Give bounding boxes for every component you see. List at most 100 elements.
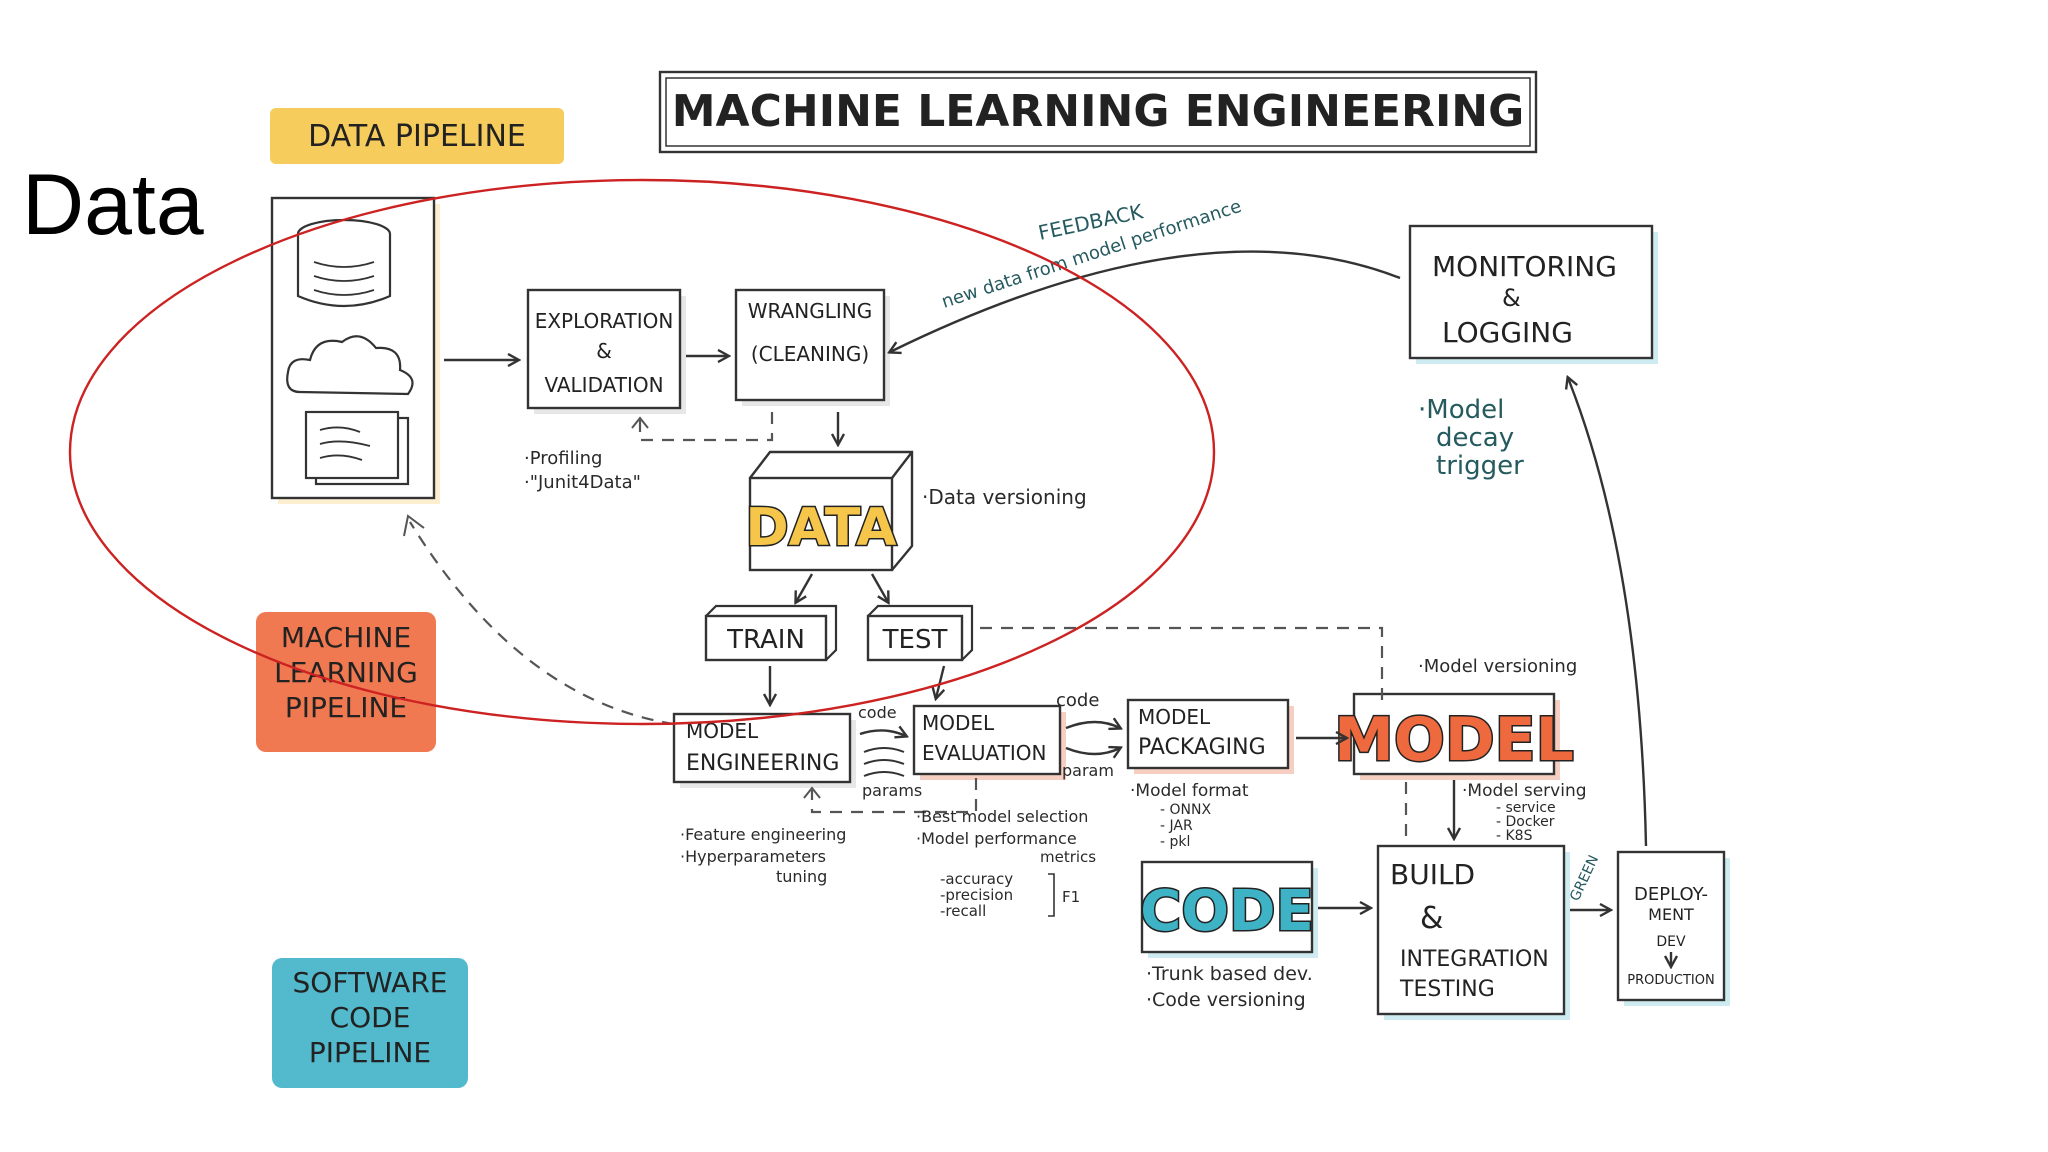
svg-text:CODE: CODE: [330, 1001, 411, 1034]
data-pipeline-label: DATA PIPELINE: [270, 108, 564, 164]
arrow-data-to-test: [870, 573, 888, 602]
svg-text:·Model performance: ·Model performance: [916, 829, 1077, 848]
svg-text:MONITORING: MONITORING: [1432, 250, 1617, 283]
data-word: DATA: [745, 498, 896, 558]
svg-text:WRANGLING: WRANGLING: [748, 299, 873, 323]
notes: ·Profiling ·"Junit4Data" ·Data versionin…: [524, 395, 1587, 1011]
title-box: MACHINE LEARNING ENGINEERING: [658, 70, 1538, 154]
train-box: TRAIN: [704, 604, 838, 662]
svg-text:ENGINEERING: ENGINEERING: [686, 751, 839, 776]
svg-text:- service: - service: [1496, 800, 1556, 816]
svg-text:&: &: [1420, 901, 1443, 936]
svg-text:TEST: TEST: [882, 625, 948, 655]
svg-text:·Model: ·Model: [1418, 395, 1504, 425]
svg-text:TRAIN: TRAIN: [726, 625, 805, 655]
svg-text:LEARNING: LEARNING: [274, 656, 418, 689]
corner-label: Data: [22, 157, 204, 253]
svg-text:- ONNX: - ONNX: [1160, 802, 1211, 818]
svg-text:·"Junit4Data": ·"Junit4Data": [524, 472, 641, 493]
svg-text:DATA PIPELINE: DATA PIPELINE: [308, 119, 526, 154]
arrow-engineering-to-evaluation: [859, 730, 906, 736]
svg-text:DEPLOY-: DEPLOY-: [1634, 884, 1708, 905]
build-testing-box: BUILD & INTEGRATION TESTING: [1376, 844, 1570, 1020]
svg-text:&: &: [1502, 284, 1521, 312]
svg-text:- Docker: - Docker: [1496, 814, 1555, 830]
svg-text:VALIDATION: VALIDATION: [544, 373, 663, 397]
svg-text:MENT: MENT: [1648, 905, 1694, 924]
ml-pipeline-label: MACHINE LEARNING PIPELINE: [256, 612, 436, 752]
svg-text:·Model serving: ·Model serving: [1462, 781, 1587, 801]
arrow-monitoring-feedback-to-wrangling: [890, 250, 1401, 352]
svg-text:PRODUCTION: PRODUCTION: [1627, 973, 1714, 988]
svg-text:·Best model selection: ·Best model selection: [916, 807, 1088, 826]
arrow-evaluation-to-packaging-param: [1065, 748, 1120, 754]
svg-text:·Hyperparameters: ·Hyperparameters: [680, 847, 826, 866]
svg-text:BUILD: BUILD: [1390, 858, 1475, 891]
svg-text:DEV: DEV: [1656, 934, 1686, 950]
software-pipeline-label: SOFTWARE CODE PIPELINE: [272, 958, 468, 1088]
svg-text:PIPELINE: PIPELINE: [309, 1036, 431, 1069]
svg-text:EXPLORATION: EXPLORATION: [535, 309, 674, 333]
database-icon: [296, 218, 392, 308]
code-word: CODE: [1140, 879, 1313, 944]
svg-text:-accuracy: -accuracy: [940, 870, 1013, 888]
svg-text:LOGGING: LOGGING: [1442, 316, 1573, 349]
data-cube: DATA: [744, 450, 914, 572]
dashed-test-to-model: [980, 626, 1384, 706]
svg-text:F1: F1: [1062, 888, 1080, 906]
svg-text:(CLEANING): (CLEANING): [751, 342, 869, 366]
svg-text:- JAR: - JAR: [1160, 818, 1193, 834]
dashed-evaluation-to-engineering: [810, 778, 978, 814]
exploration-validation-box: EXPLORATION & VALIDATION: [526, 288, 686, 414]
model-engineering-box: MODEL ENGINEERING: [672, 712, 856, 788]
svg-text:- pkl: - pkl: [1160, 834, 1190, 850]
data-pipeline-swatch: [270, 108, 564, 164]
ml-pipeline-swatch: [256, 612, 436, 752]
model-evaluation-box: MODEL EVALUATION: [912, 704, 1066, 780]
svg-text:code: code: [1056, 690, 1099, 711]
software-pipeline-swatch: [272, 958, 468, 1088]
svg-text:tuning: tuning: [776, 867, 827, 886]
svg-text:GREEN: GREEN: [1567, 853, 1602, 904]
arrow-deployment-to-monitoring: [1568, 378, 1648, 847]
svg-text:MACHINE: MACHINE: [281, 621, 411, 654]
svg-text:·Data versioning: ·Data versioning: [922, 485, 1087, 509]
svg-text:code: code: [858, 703, 897, 722]
test-box: TEST: [866, 604, 974, 662]
arrow-data-to-train: [796, 573, 814, 602]
svg-text:·Model versioning: ·Model versioning: [1418, 656, 1577, 677]
svg-text:params: params: [862, 781, 922, 800]
svg-text:decay: decay: [1436, 423, 1514, 453]
dashed-arrows: [403, 412, 1408, 836]
svg-text:trigger: trigger: [1436, 451, 1524, 481]
document-icon: [304, 410, 410, 486]
svg-text:metrics: metrics: [1040, 848, 1096, 866]
svg-text:PACKAGING: PACKAGING: [1138, 735, 1266, 760]
model-word: MODEL: [1334, 705, 1574, 775]
svg-text:·Trunk based dev.: ·Trunk based dev.: [1146, 963, 1313, 985]
dashed-engineering-to-sources: [409, 521, 675, 726]
svg-text:SOFTWARE: SOFTWARE: [293, 966, 448, 999]
wrangling-box: WRANGLING (CLEANING): [734, 288, 890, 406]
svg-text:MODEL: MODEL: [922, 711, 995, 735]
svg-text:-recall: -recall: [940, 902, 986, 920]
svg-text:- K8S: - K8S: [1496, 828, 1533, 844]
svg-text:INTEGRATION: INTEGRATION: [1400, 947, 1549, 972]
svg-text:MODEL: MODEL: [1138, 705, 1211, 729]
svg-text:·Model format: ·Model format: [1130, 781, 1249, 801]
svg-text:-precision: -precision: [940, 886, 1013, 904]
svg-text:param: param: [1062, 761, 1114, 780]
monitoring-logging-box: MONITORING & LOGGING: [1408, 224, 1658, 364]
data-sources-box: [270, 196, 440, 504]
cloud-icon: [286, 335, 414, 396]
data-highlight-ellipse: [68, 178, 1216, 726]
svg-text:TESTING: TESTING: [1399, 977, 1495, 1002]
code-word-box: CODE: [1139, 860, 1318, 958]
svg-text:&: &: [596, 339, 612, 363]
model-word-box: MODEL: [1333, 692, 1575, 780]
svg-text:EVALUATION: EVALUATION: [922, 741, 1046, 765]
arrow-test-to-evaluation: [936, 665, 946, 698]
model-packaging-box: MODEL PACKAGING: [1126, 698, 1294, 774]
diagram-title: MACHINE LEARNING ENGINEERING: [672, 86, 1525, 137]
